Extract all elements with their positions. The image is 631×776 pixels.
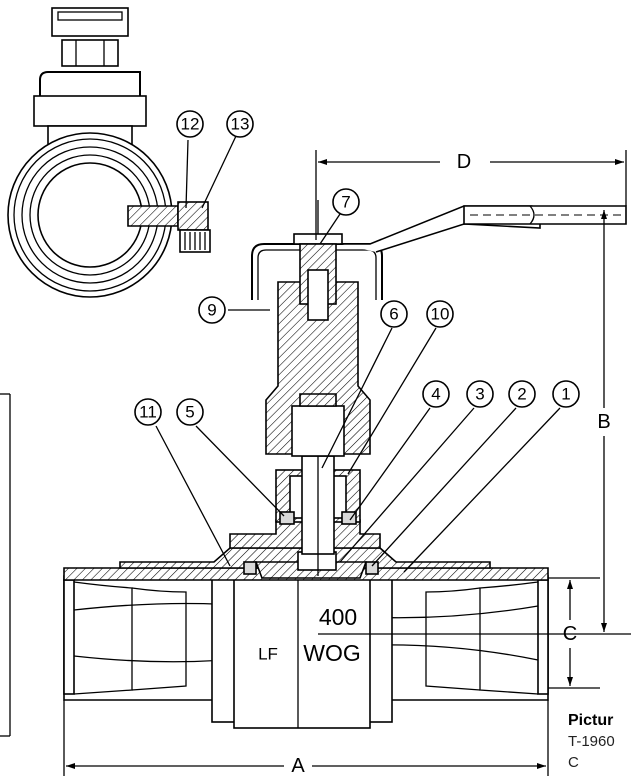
valve-body [63, 200, 627, 729]
svg-text:LF: LF [258, 645, 278, 664]
dimension-c: C [548, 577, 600, 689]
svg-text:12: 12 [181, 115, 200, 134]
callout-13: 13 [201, 110, 254, 209]
svg-text:9: 9 [207, 301, 216, 320]
svg-text:WOG: WOG [303, 640, 361, 666]
caption-title: Pictur [568, 712, 614, 729]
callout-11: 11 [134, 398, 231, 567]
svg-text:D: D [457, 151, 471, 173]
svg-text:1: 1 [561, 385, 570, 404]
svg-text:6: 6 [389, 305, 398, 324]
body-marking: 400 WOG LF [258, 604, 361, 666]
caption-line-1: T-1960 [568, 733, 615, 750]
svg-text:13: 13 [231, 115, 250, 134]
svg-text:3: 3 [475, 385, 484, 404]
svg-text:7: 7 [341, 193, 350, 212]
callout-6: 6 [321, 300, 408, 469]
callout-7: 7 [319, 188, 360, 245]
callout-1: 1 [403, 380, 580, 573]
svg-text:4: 4 [431, 385, 440, 404]
callout-2: 2 [371, 380, 536, 567]
svg-text:10: 10 [431, 305, 450, 324]
svg-text:A: A [291, 755, 305, 776]
callout-9: 9 [198, 296, 270, 324]
callout-5: 5 [176, 398, 285, 517]
svg-text:5: 5 [185, 403, 194, 422]
svg-text:11: 11 [139, 403, 157, 422]
callout-3: 3 [339, 380, 494, 563]
dimension-b: B [318, 210, 631, 635]
frame-lines [0, 393, 11, 737]
callout-10: 10 [347, 300, 454, 475]
dimension-a: A [63, 700, 549, 776]
end-view [7, 7, 211, 298]
callout-4: 4 [349, 380, 450, 521]
svg-text:B: B [597, 411, 610, 433]
dimension-d: D [315, 150, 627, 240]
svg-text:400: 400 [319, 604, 357, 630]
callout-12: 12 [176, 110, 204, 209]
svg-text:C: C [563, 623, 577, 645]
caption-line-2: C [568, 754, 579, 771]
svg-text:2: 2 [517, 385, 526, 404]
